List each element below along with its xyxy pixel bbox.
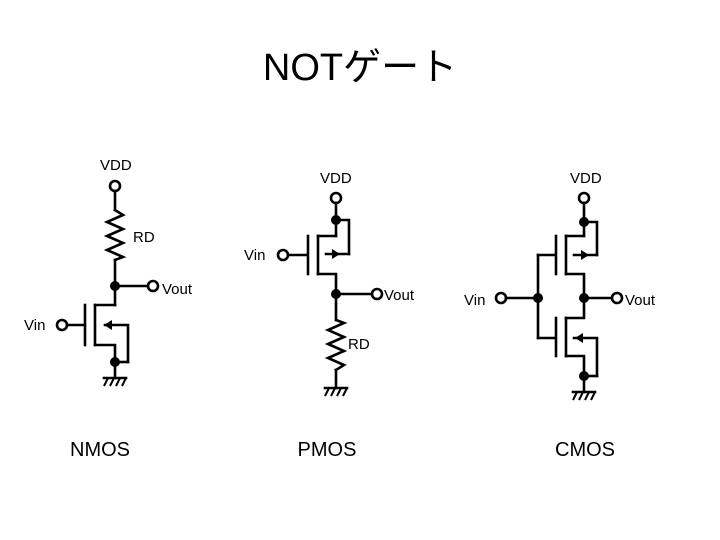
cmos-vdd-label: VDD [570,170,602,187]
cmos-nmos-body-arrow [575,333,583,343]
pmos-caption: PMOS [298,439,357,461]
nmos-source-lead [93,343,117,364]
pmos-inverter: VDD Vin Vout RD PMOS [244,170,415,461]
pmos-vout-terminal [370,287,384,301]
nmos-vdd-label: VDD [100,157,132,174]
pmos-vin-label: Vin [244,247,265,264]
cmos-nmos-source-lead [564,354,586,378]
nmos-inverter: VDD RD Vout Vin NMOS [24,157,193,461]
cmos-vin-label: Vin [464,292,485,309]
pmos-body-arrow [332,249,340,259]
pmos-vdd-label: VDD [320,170,352,187]
nmos-vout-label: Vout [162,281,193,298]
nmos-rd-label: RD [133,229,155,246]
nmos-body-arrow [104,320,112,330]
cmos-vin-terminal [494,291,508,305]
nmos-body-lead [103,323,130,364]
cmos-caption: CMOS [555,439,615,461]
nmos-resistor [103,208,127,262]
pmos-rd-label: RD [348,336,370,353]
nmos-vout-terminal [146,279,160,293]
pmos-body-lead [334,218,351,256]
nmos-vdd-terminal [108,179,122,193]
pmos-vdd-terminal [329,191,343,205]
cmos-pmos-body-lead [582,220,599,257]
cmos-pmos-body-arrow [581,250,589,260]
nmos-caption: NMOS [70,439,130,461]
pmos-vin-terminal [276,248,290,262]
cmos-ground-hatch [572,391,596,401]
cmos-vdd-terminal [577,191,591,205]
cmos-inverter: VDD Vin Vout CMOS [464,170,656,461]
nmos-vin-terminal [55,318,69,332]
nmos-vin-label: Vin [24,317,45,334]
cmos-vout-label: Vout [625,292,656,309]
pmos-vout-label: Vout [384,287,415,304]
diagram-title: NOTゲート [263,47,457,89]
pmos-drain-lead [316,272,338,322]
pmos-resistor [324,318,348,372]
nmos-ground-hatch [103,377,127,387]
pmos-ground-hatch [324,387,348,397]
cmos-vout-terminal [610,291,624,305]
